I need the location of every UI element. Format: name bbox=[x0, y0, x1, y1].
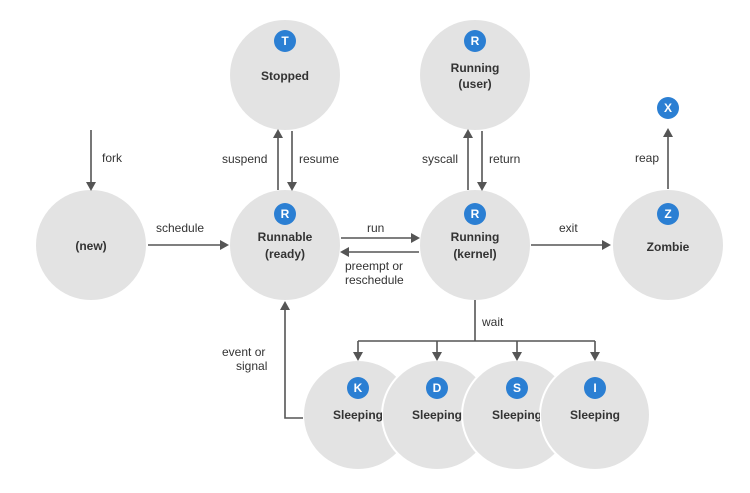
label-zombie: Zombie bbox=[647, 240, 690, 254]
arrow-exit bbox=[602, 240, 611, 250]
badge-running-user: R bbox=[464, 30, 486, 52]
state-running-kernel bbox=[420, 190, 530, 300]
svg-text:X: X bbox=[664, 101, 672, 115]
edge-label-wait: wait bbox=[481, 315, 504, 329]
label-stopped: Stopped bbox=[261, 69, 309, 83]
badge-running-kernel: R bbox=[464, 203, 486, 225]
edge-label-suspend: suspend bbox=[222, 152, 267, 166]
badge-zombie: Z bbox=[657, 203, 679, 225]
edge-label-exit: exit bbox=[559, 221, 578, 235]
svg-text:R: R bbox=[471, 34, 480, 48]
arrow-resume bbox=[287, 182, 297, 191]
arrow-event-signal bbox=[280, 301, 290, 310]
badge-sleeping-s: S bbox=[506, 377, 528, 399]
svg-text:T: T bbox=[281, 34, 289, 48]
svg-text:D: D bbox=[433, 381, 442, 395]
edge-label-event-1: event or bbox=[222, 345, 265, 359]
arrow-fork bbox=[86, 182, 96, 191]
arrow-preempt bbox=[340, 247, 349, 257]
svg-text:Z: Z bbox=[664, 207, 671, 221]
svg-text:S: S bbox=[513, 381, 521, 395]
badge-exited: X bbox=[657, 97, 679, 119]
state-new bbox=[36, 190, 146, 300]
label-running-kernel-2: (kernel) bbox=[453, 247, 496, 261]
edge-label-schedule: schedule bbox=[156, 221, 204, 235]
edge-label-reap: reap bbox=[635, 151, 659, 165]
label-new: (new) bbox=[75, 239, 106, 253]
arrow-wait-i bbox=[590, 352, 600, 361]
state-zombie bbox=[613, 190, 723, 300]
svg-text:I: I bbox=[593, 381, 596, 395]
edge-label-resume: resume bbox=[299, 152, 339, 166]
arrow-wait-k bbox=[353, 352, 363, 361]
arrow-reap bbox=[663, 128, 673, 137]
label-sleeping-i: Sleeping bbox=[570, 408, 620, 422]
arrow-run bbox=[411, 233, 420, 243]
badge-runnable: R bbox=[274, 203, 296, 225]
label-running-user-1: Running bbox=[451, 61, 500, 75]
label-runnable-1: Runnable bbox=[258, 230, 313, 244]
label-running-user-2: (user) bbox=[458, 77, 491, 91]
badge-sleeping-k: K bbox=[347, 377, 369, 399]
label-sleeping-s: Sleeping bbox=[492, 408, 542, 422]
badge-sleeping-d: D bbox=[426, 377, 448, 399]
label-sleeping-k: Sleeping bbox=[333, 408, 383, 422]
edge-label-syscall: syscall bbox=[422, 152, 458, 166]
edge-event-signal bbox=[284, 309, 303, 419]
svg-text:R: R bbox=[281, 207, 290, 221]
edge-label-return: return bbox=[489, 152, 520, 166]
label-sleeping-d: Sleeping bbox=[412, 408, 462, 422]
edge-label-event-2: signal bbox=[236, 359, 267, 373]
edge-label-preempt-2: reschedule bbox=[345, 273, 404, 287]
arrow-wait-d bbox=[432, 352, 442, 361]
svg-text:R: R bbox=[471, 207, 480, 221]
state-runnable bbox=[230, 190, 340, 300]
edge-label-fork: fork bbox=[102, 151, 123, 165]
edge-label-preempt-1: preempt or bbox=[345, 259, 403, 273]
label-runnable-2: (ready) bbox=[265, 247, 305, 261]
badge-sleeping-i: I bbox=[584, 377, 606, 399]
label-running-kernel-1: Running bbox=[451, 230, 500, 244]
arrow-schedule bbox=[220, 240, 229, 250]
arrow-suspend bbox=[273, 129, 283, 138]
arrow-return bbox=[477, 182, 487, 191]
edge-label-run: run bbox=[367, 221, 384, 235]
arrow-wait-s bbox=[512, 352, 522, 361]
badge-stopped: T bbox=[274, 30, 296, 52]
state-stopped bbox=[230, 20, 340, 130]
arrow-syscall bbox=[463, 129, 473, 138]
svg-text:K: K bbox=[354, 381, 363, 395]
state-running-user bbox=[420, 20, 530, 130]
